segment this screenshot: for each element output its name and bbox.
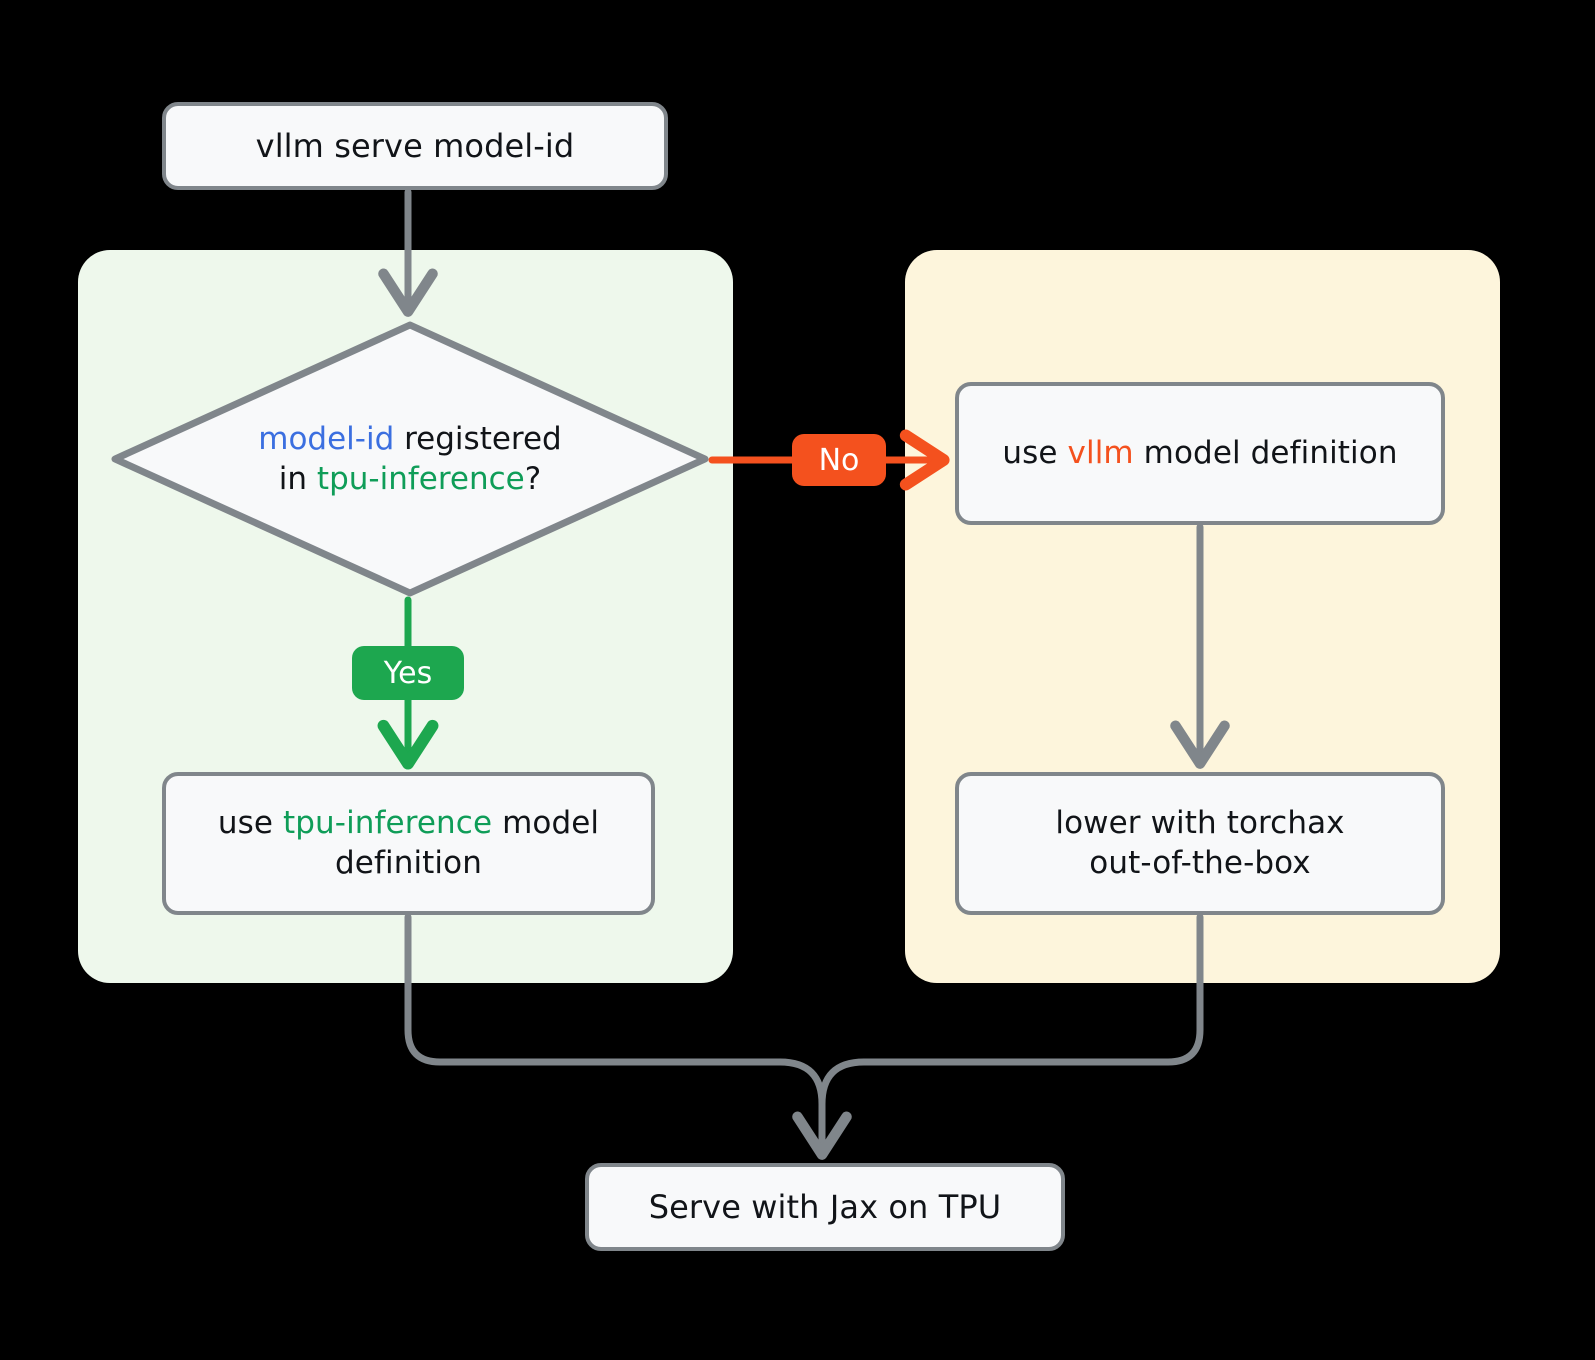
- node-vllm-model-definition[interactable]: use vllm model definition: [955, 382, 1445, 525]
- decision-line2-suffix: ?: [524, 461, 542, 497]
- token-tpu-inference-2: tpu-inference: [283, 804, 493, 841]
- node-tpu-label: use tpu-inference model definition: [184, 804, 633, 883]
- diamond-shape: [111, 321, 709, 597]
- node-start[interactable]: vllm serve model-id: [162, 102, 668, 190]
- decision-line1-rest: registered: [394, 420, 562, 457]
- node-decision-label: model-id registered in tpu-inference?: [110, 320, 710, 598]
- tpu-suffix: model definition: [335, 804, 600, 881]
- node-vllm-label: use vllm model definition: [1002, 434, 1397, 474]
- node-decision[interactable]: model-id registered in tpu-inference?: [110, 320, 710, 598]
- torchax-line2: out-of-the-box: [1089, 844, 1311, 881]
- tpu-prefix: use: [217, 804, 283, 841]
- decision-line2-prefix: in: [278, 461, 317, 497]
- token-vllm: vllm: [1067, 434, 1134, 471]
- torchax-line1: lower with torchax: [1055, 804, 1345, 841]
- node-start-label: vllm serve model-id: [255, 126, 575, 165]
- vllm-suffix: model definition: [1133, 434, 1398, 471]
- token-model-id: model-id: [258, 420, 395, 457]
- edge-label-no: No: [792, 434, 886, 486]
- vllm-prefix: use: [1002, 434, 1068, 471]
- node-tpu-inference-model-definition[interactable]: use tpu-inference model definition: [162, 772, 655, 915]
- edge-label-yes: Yes: [352, 646, 464, 700]
- node-serve-with-jax[interactable]: Serve with Jax on TPU: [585, 1163, 1065, 1251]
- node-serve-label: Serve with Jax on TPU: [648, 1187, 1002, 1226]
- token-tpu-inference: tpu-inference: [316, 461, 525, 497]
